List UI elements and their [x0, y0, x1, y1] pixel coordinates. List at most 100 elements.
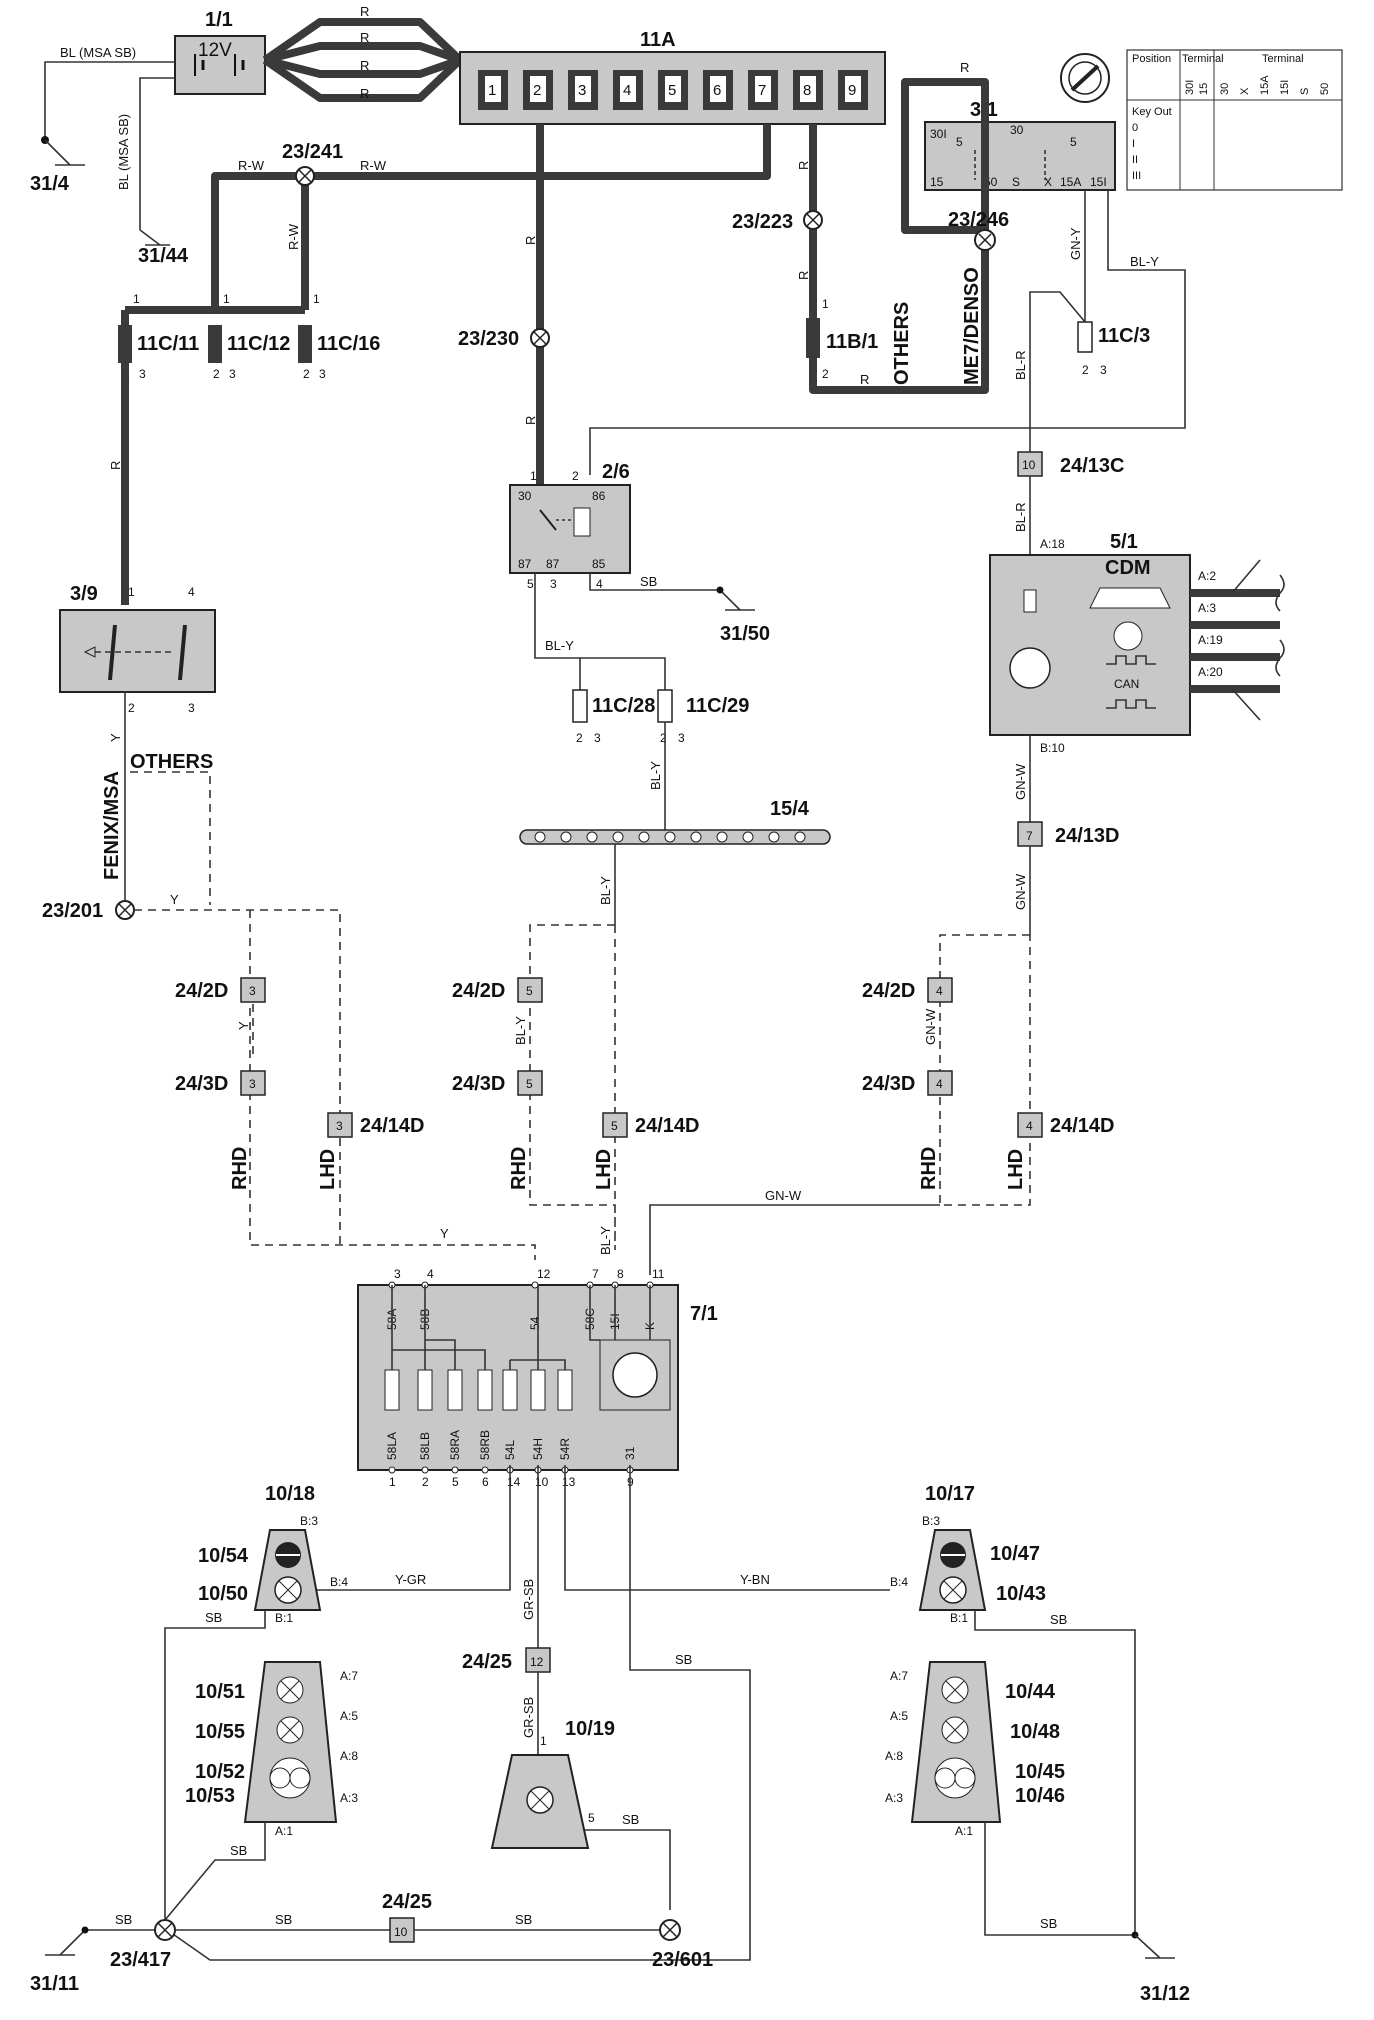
wire-bly-bus: BL-Y: [598, 876, 613, 905]
ground-31-11: 31/11: [30, 1973, 79, 1995]
connector-24-13c: 10 24/13C: [1017, 451, 1125, 477]
svg-text:4: 4: [596, 577, 603, 591]
ign-pin-s: S: [1012, 175, 1020, 189]
svg-text:24/13C: 24/13C: [1060, 455, 1125, 477]
wire-sb-gnd-l: SB: [115, 1912, 132, 1927]
connector-pin: 4: [1026, 1119, 1033, 1133]
ign-pin-30: 30: [1010, 123, 1024, 137]
svg-text:11C/3: 11C/3: [1098, 325, 1150, 347]
variant-rhd-a: RHD: [229, 1147, 251, 1190]
wire-rw-2: R-W: [360, 158, 387, 173]
svg-text:A:3: A:3: [340, 1791, 358, 1805]
connector-id: 24/3D: [175, 1073, 228, 1095]
fuse-11c-29: 11C/29 2 3: [657, 689, 749, 745]
wire-bl-msa-sb-2: BL (MSA SB): [116, 114, 131, 190]
fuse-slot-label-bg: [710, 76, 726, 102]
svg-text:24/13D: 24/13D: [1055, 825, 1120, 847]
module-bottom-pin-num: 6: [482, 1475, 489, 1489]
connector-box: [927, 977, 953, 1003]
fuse-pin-3: 3: [229, 367, 236, 381]
module-bottom-pin-num: 1: [389, 1475, 396, 1489]
splice-23-417: 23/417: [110, 1919, 176, 1971]
variant-lhd-a: LHD: [317, 1149, 339, 1190]
connector-box: [517, 977, 543, 1003]
svg-text:1: 1: [822, 297, 829, 311]
variant-others-left: OTHERS: [130, 751, 213, 773]
wire-sb-brake: SB: [622, 1812, 639, 1827]
module-top-pin-num: 12: [537, 1267, 551, 1281]
module-bottom-label: 58LA: [385, 1432, 399, 1460]
fuse-slot-label-bg: [755, 76, 771, 102]
ign-table-row: III: [1132, 170, 1141, 182]
fuse-number: 5: [668, 82, 676, 99]
splice-23-223: 23/223: [732, 210, 823, 233]
svg-text:A:1: A:1: [275, 1824, 293, 1838]
splice-23-241: 23/241: [282, 141, 343, 186]
cdm-pin-a20: A:20: [1198, 665, 1223, 679]
fuse-11c-3: 11C/3 2 3: [1077, 321, 1150, 377]
svg-text:10: 10: [394, 1925, 408, 1939]
wire-y-hazard: Y: [108, 733, 123, 742]
connector-pin: 3: [336, 1119, 343, 1133]
ignition-table: Position Terminal Terminal Key Out0IIIII…: [1126, 49, 1343, 191]
svg-text:A:7: A:7: [340, 1669, 358, 1683]
wire-bly-mid2: BL-Y: [598, 1226, 613, 1255]
wire-sb-relay: SB: [640, 574, 657, 589]
svg-text:10/52: 10/52: [195, 1761, 245, 1783]
connector-pin: 5: [611, 1119, 618, 1133]
fuse-pin-2: 2: [213, 367, 220, 381]
svg-text:12: 12: [530, 1655, 544, 1669]
wire-bl-msa-sb: BL (MSA SB): [60, 45, 136, 60]
svg-text:3: 3: [188, 701, 195, 715]
connector-pin: 3: [249, 984, 256, 998]
wire-r-top: R: [960, 60, 969, 75]
ign-table-row: II: [1132, 154, 1138, 166]
battery-voltage: 12V: [198, 40, 232, 61]
wire-grsb-2: GR-SB: [521, 1697, 536, 1738]
svg-text:B:4: B:4: [890, 1575, 908, 1589]
svg-text:2: 2: [822, 367, 829, 381]
module-top-pin-num: 8: [617, 1267, 624, 1281]
svg-text:11B/1: 11B/1: [826, 331, 878, 353]
bus-dot: [612, 831, 624, 843]
connector-id: 24/14D: [1050, 1115, 1115, 1137]
svg-text:B:3: B:3: [300, 1514, 318, 1528]
module-top-pin-num: 11: [652, 1267, 665, 1281]
wire-ygr: Y-GR: [395, 1572, 426, 1587]
cdm-can: CAN: [1114, 677, 1139, 691]
svg-text:10/54: 10/54: [198, 1545, 249, 1567]
svg-text:B:1: B:1: [950, 1611, 968, 1625]
wire-sb-r2: SB: [1040, 1916, 1057, 1931]
bulb-module-7-1: 7/1: [357, 1284, 718, 1471]
fuse-pin-3: 3: [319, 367, 326, 381]
connector-box: [602, 1112, 628, 1138]
connector-id: 24/2D: [452, 980, 505, 1002]
fuse-number: 6: [713, 82, 721, 99]
wire-r-f2a: R: [523, 236, 538, 245]
svg-text:23/417: 23/417: [110, 1949, 171, 1971]
module-resistor: [447, 1369, 463, 1411]
fuse-slot-label-bg: [800, 76, 816, 102]
ign-table-row: I: [1132, 138, 1135, 150]
cdm-pin-b10: B:10: [1040, 741, 1065, 755]
connector-box: [327, 1112, 353, 1138]
variant-lhd-b: LHD: [593, 1149, 615, 1190]
variant-rhd-c: RHD: [918, 1147, 940, 1190]
splice-23-201: 23/201: [42, 900, 135, 922]
connector-box: [1017, 1112, 1043, 1138]
module-bottom-label: 58LB: [418, 1432, 432, 1460]
ign-table-row: 0: [1132, 122, 1138, 134]
fuse-pin-1: 1: [223, 292, 230, 306]
svg-text:2: 2: [572, 469, 579, 483]
fuse-pin-3: 3: [139, 367, 146, 381]
connector-box: [517, 1070, 543, 1096]
fuse-11c: [118, 325, 132, 363]
ign-pin-30i: 30I: [930, 127, 947, 141]
module-bottom-pin-num: 5: [452, 1475, 459, 1489]
splice-23-230: 23/230: [458, 328, 550, 350]
wire-r-b2: R: [360, 30, 369, 45]
fuse-number: 4: [623, 82, 631, 99]
module-bottom-pin: [388, 1466, 396, 1474]
wire-grsb-1: GR-SB: [521, 1579, 536, 1620]
table-header-terminal-a: Terminal: [1182, 53, 1224, 65]
